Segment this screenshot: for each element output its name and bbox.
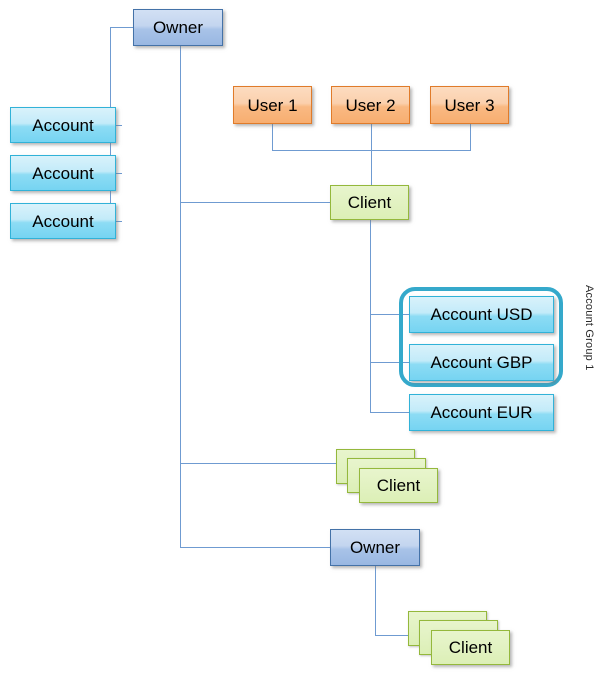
node-label: User 1 [247, 95, 298, 115]
connector-owner-bottom-drop [375, 565, 376, 635]
node-account-3[interactable]: Account [10, 203, 116, 239]
node-owner-bottom[interactable]: Owner [330, 529, 420, 566]
node-user-3[interactable]: User 3 [430, 86, 509, 124]
node-label: Owner [349, 538, 401, 557]
node-label: Account GBP [430, 353, 533, 372]
node-label: Account EUR [430, 403, 533, 422]
node-label: Account [32, 211, 94, 231]
connector-account-1 [110, 125, 122, 126]
connector-client-accounts-trunk [370, 219, 371, 413]
node-client-stack-mid[interactable]: Client [336, 449, 440, 503]
account-group-1-label: Account Group 1 [583, 285, 595, 371]
connector-account-eur [370, 412, 410, 413]
connector-user-3-drop [470, 124, 471, 151]
connector-account-3 [110, 221, 122, 222]
node-label: User 3 [444, 95, 495, 115]
connector-account-2 [110, 173, 122, 174]
node-label: Client [347, 193, 392, 212]
connector-user-2-to-client [371, 124, 372, 186]
node-label: User 2 [345, 95, 396, 115]
connector-trunk-to-client-stack-mid [180, 463, 336, 464]
node-client-stack-front[interactable]: Client [431, 630, 510, 665]
connector-trunk-to-client-main [180, 202, 330, 203]
node-account-2[interactable]: Account [10, 155, 116, 191]
connector-owner-main-trunk [180, 45, 181, 548]
node-account-usd[interactable]: Account USD [409, 296, 554, 333]
node-account-eur[interactable]: Account EUR [409, 394, 554, 431]
node-client-stack-bottom[interactable]: Client [408, 611, 512, 665]
node-label: Client [448, 638, 493, 657]
connector-user-1-drop [272, 124, 273, 151]
node-account-gbp[interactable]: Account GBP [409, 344, 554, 381]
node-account-1[interactable]: Account [10, 107, 116, 143]
node-label: Owner [152, 18, 204, 37]
connector-owner-bottom-to-client [375, 635, 411, 636]
node-label: Account [32, 163, 94, 183]
node-client-main[interactable]: Client [330, 185, 409, 220]
node-label: Account USD [430, 305, 533, 324]
node-user-2[interactable]: User 2 [331, 86, 410, 124]
connector-trunk-to-owner-bottom [180, 547, 330, 548]
node-user-1[interactable]: User 1 [233, 86, 312, 124]
node-client-stack-front[interactable]: Client [359, 468, 438, 503]
connector-owner-left-stub [110, 27, 134, 28]
connector-account-usd [370, 314, 410, 315]
node-owner-top[interactable]: Owner [133, 9, 223, 46]
node-label: Client [376, 476, 421, 495]
node-label: Account [32, 115, 94, 135]
account-group-1-outline [399, 287, 563, 387]
connector-account-gbp [370, 362, 410, 363]
